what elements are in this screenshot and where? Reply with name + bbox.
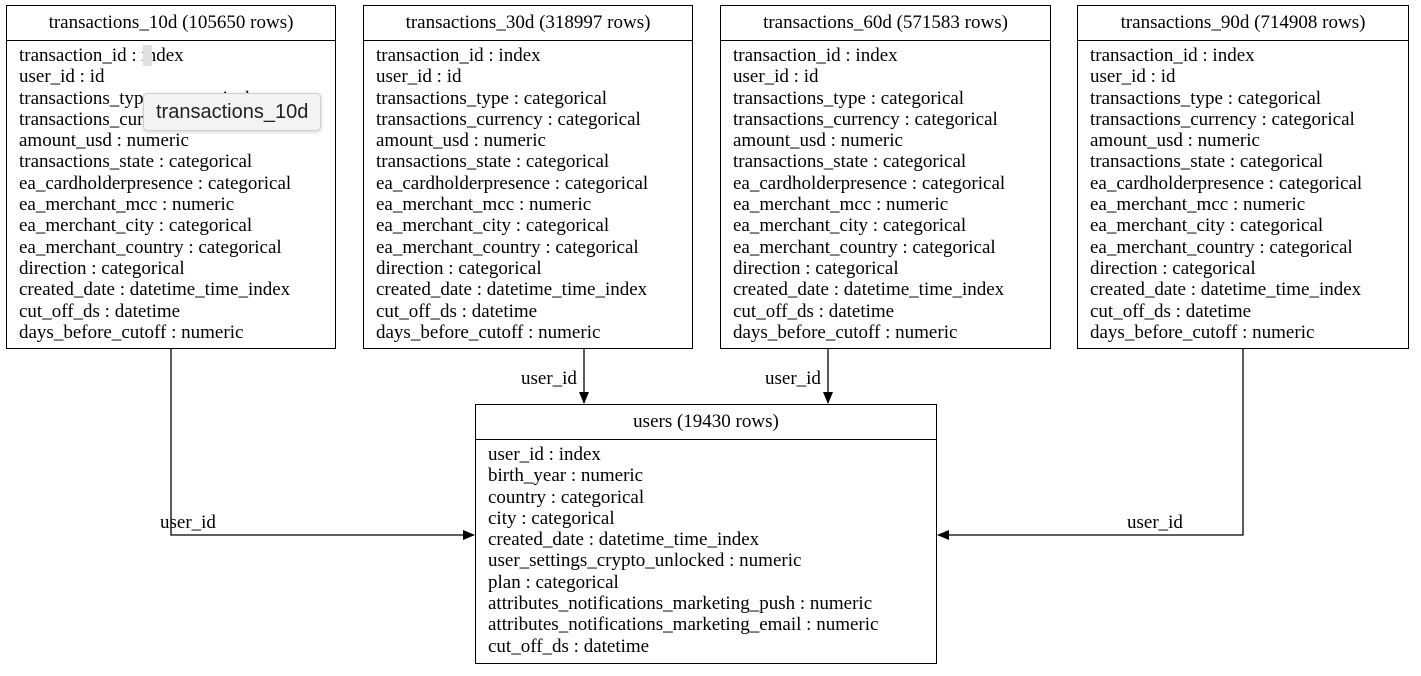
field-row: transactions_type : categorical	[376, 87, 608, 109]
field-row: ea_merchant_mcc : numeric	[733, 194, 949, 216]
field-row: cut_off_ds : datetime	[1090, 300, 1252, 322]
field-row: user_id : id	[733, 66, 819, 88]
field-row: created_date : datetime_time_index	[376, 279, 648, 301]
field-row: city : categorical	[488, 507, 615, 529]
field-row: user_settings_crypto_unlocked : numeric	[488, 550, 802, 572]
field-row: created_date : datetime_time_index	[488, 529, 760, 551]
field-row: transactions_type : categorical	[733, 87, 965, 109]
field-row: ea_merchant_mcc : numeric	[1090, 194, 1306, 216]
field-row: attributes_notifications_marketing_email…	[488, 614, 879, 636]
table-title: users (19430 rows)	[476, 405, 936, 440]
field-row: transactions_type : categorical	[1090, 87, 1322, 109]
field-row: plan : categorical	[488, 571, 619, 593]
field-row: ea_merchant_city : categorical	[733, 215, 967, 237]
field-row: ea_merchant_country : categorical	[19, 236, 282, 258]
field-row: user_id : id	[1090, 66, 1176, 88]
table-title: transactions_60d (571583 rows)	[721, 6, 1050, 41]
field-row: transaction_id : index	[19, 45, 184, 66]
field-row: cut_off_ds : datetime	[488, 635, 650, 657]
field-row: ea_merchant_country : categorical	[1090, 236, 1353, 258]
table-node-transactions-10d[interactable]: transactions_10d (105650 rows) transacti…	[6, 5, 336, 349]
table-node-transactions-90d[interactable]: transactions_90d (714908 rows) transacti…	[1077, 5, 1409, 349]
field-row: days_before_cutoff : numeric	[376, 321, 601, 343]
field-row: created_date : datetime_time_index	[1090, 279, 1362, 301]
field-row: cut_off_ds : datetime	[376, 300, 538, 322]
field-row: ea_merchant_country : categorical	[733, 236, 996, 258]
field-row: user_id : id	[19, 66, 105, 88]
edge-t90-users	[937, 349, 1244, 540]
field-row: birth_year : numeric	[488, 465, 644, 487]
field-row: days_before_cutoff : numeric	[1090, 321, 1315, 343]
field-row: transaction_id : index	[733, 45, 898, 66]
table-title: transactions_90d (714908 rows)	[1078, 6, 1408, 41]
edge-t10-users	[170, 349, 475, 540]
field-row: transactions_currency : categorical	[733, 108, 998, 130]
field-row: cut_off_ds : datetime	[19, 300, 181, 322]
field-row: user_id : id	[376, 66, 462, 88]
text-selection-highlight	[143, 45, 152, 66]
field-row: direction : categorical	[1090, 257, 1256, 279]
table-title: transactions_10d (105650 rows)	[7, 6, 335, 41]
edge-label-t30: user_id	[521, 368, 577, 389]
field-row: transactions_currency : categorical	[376, 108, 641, 130]
field-row: created_date : datetime_time_index	[19, 279, 291, 301]
field-row: days_before_cutoff : numeric	[733, 321, 958, 343]
field-row: ea_merchant_city : categorical	[19, 215, 253, 237]
hover-tooltip: transactions_10d	[143, 93, 322, 131]
field-row: transaction_id : index	[1090, 45, 1255, 66]
field-row: amount_usd : numeric	[376, 130, 546, 152]
field-row: days_before_cutoff : numeric	[19, 321, 244, 343]
field-row: ea_merchant_country : categorical	[376, 236, 639, 258]
field-row: transaction_id : index	[376, 45, 541, 66]
field-row: ea_merchant_city : categorical	[376, 215, 610, 237]
field-row: attributes_notifications_marketing_push …	[488, 593, 873, 615]
field-row: direction : categorical	[19, 257, 185, 279]
field-row: direction : categorical	[733, 257, 899, 279]
field-row: transactions_state : categorical	[1090, 151, 1324, 173]
edge-label-t90: user_id	[1127, 512, 1183, 533]
field-row: cut_off_ds : datetime	[733, 300, 895, 322]
field-row: ea_cardholderpresence : categorical	[733, 172, 1006, 194]
edge-label-t10: user_id	[160, 512, 216, 533]
field-row: transactions_state : categorical	[733, 151, 967, 173]
field-row: amount_usd : numeric	[1090, 130, 1260, 152]
field-row: transactions_state : categorical	[376, 151, 610, 173]
field-row: created_date : datetime_time_index	[733, 279, 1005, 301]
field-row: user_id : index	[488, 444, 601, 465]
field-row: ea_cardholderpresence : categorical	[19, 172, 292, 194]
field-row: ea_cardholderpresence : categorical	[376, 172, 649, 194]
field-row: ea_merchant_city : categorical	[1090, 215, 1324, 237]
table-node-transactions-30d[interactable]: transactions_30d (318997 rows) transacti…	[363, 5, 693, 349]
field-row: transactions_state : categorical	[19, 151, 253, 173]
field-row: ea_merchant_mcc : numeric	[19, 194, 235, 216]
field-row: ea_merchant_mcc : numeric	[376, 194, 592, 216]
field-row: direction : categorical	[376, 257, 542, 279]
table-title: transactions_30d (318997 rows)	[364, 6, 692, 41]
edge-label-t60: user_id	[765, 368, 821, 389]
table-node-transactions-60d[interactable]: transactions_60d (571583 rows) transacti…	[720, 5, 1051, 349]
field-row: ea_cardholderpresence : categorical	[1090, 172, 1363, 194]
field-row: amount_usd : numeric	[19, 130, 189, 152]
field-row: country : categorical	[488, 486, 645, 508]
field-row: transactions_currency : categorical	[1090, 108, 1355, 130]
field-row: amount_usd : numeric	[733, 130, 903, 152]
